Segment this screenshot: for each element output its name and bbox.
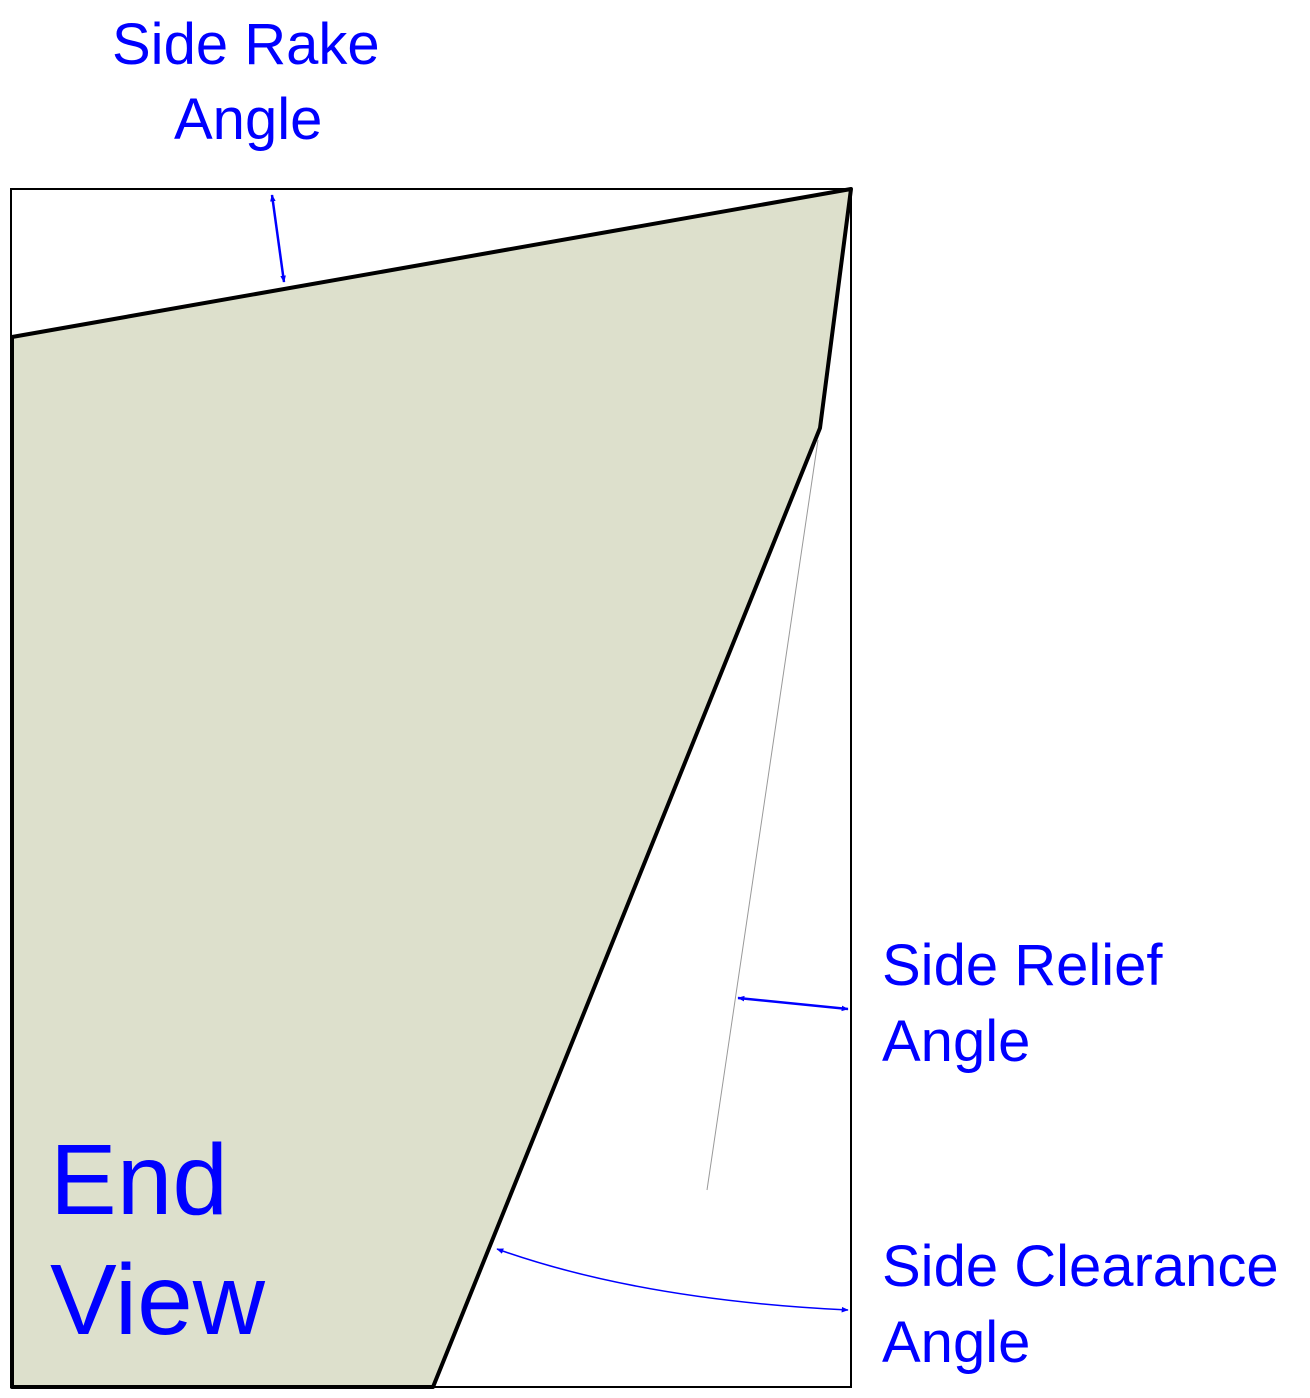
side-relief-arrow — [737, 995, 849, 1012]
view-label-line1: End — [50, 1124, 228, 1236]
side-relief-label-line1: Side Relief — [882, 933, 1163, 998]
relief-facet-edge — [819, 188, 852, 429]
side-clearance-label-line2: Angle — [882, 1310, 1031, 1375]
side-rake-arrow — [270, 194, 286, 283]
relief-reference-line — [706, 439, 819, 1191]
side-clearance-arrow — [496, 1248, 849, 1313]
side-clearance-label-line1: Side Clearance — [882, 1234, 1279, 1299]
side-rake-label-line2: Angle — [174, 87, 323, 152]
side-rake-label-line1: Side Rake — [112, 12, 380, 77]
side-relief-label-line2: Angle — [882, 1009, 1031, 1074]
view-label-line2: View — [50, 1244, 265, 1356]
tool-cross-section — [10, 187, 853, 1389]
